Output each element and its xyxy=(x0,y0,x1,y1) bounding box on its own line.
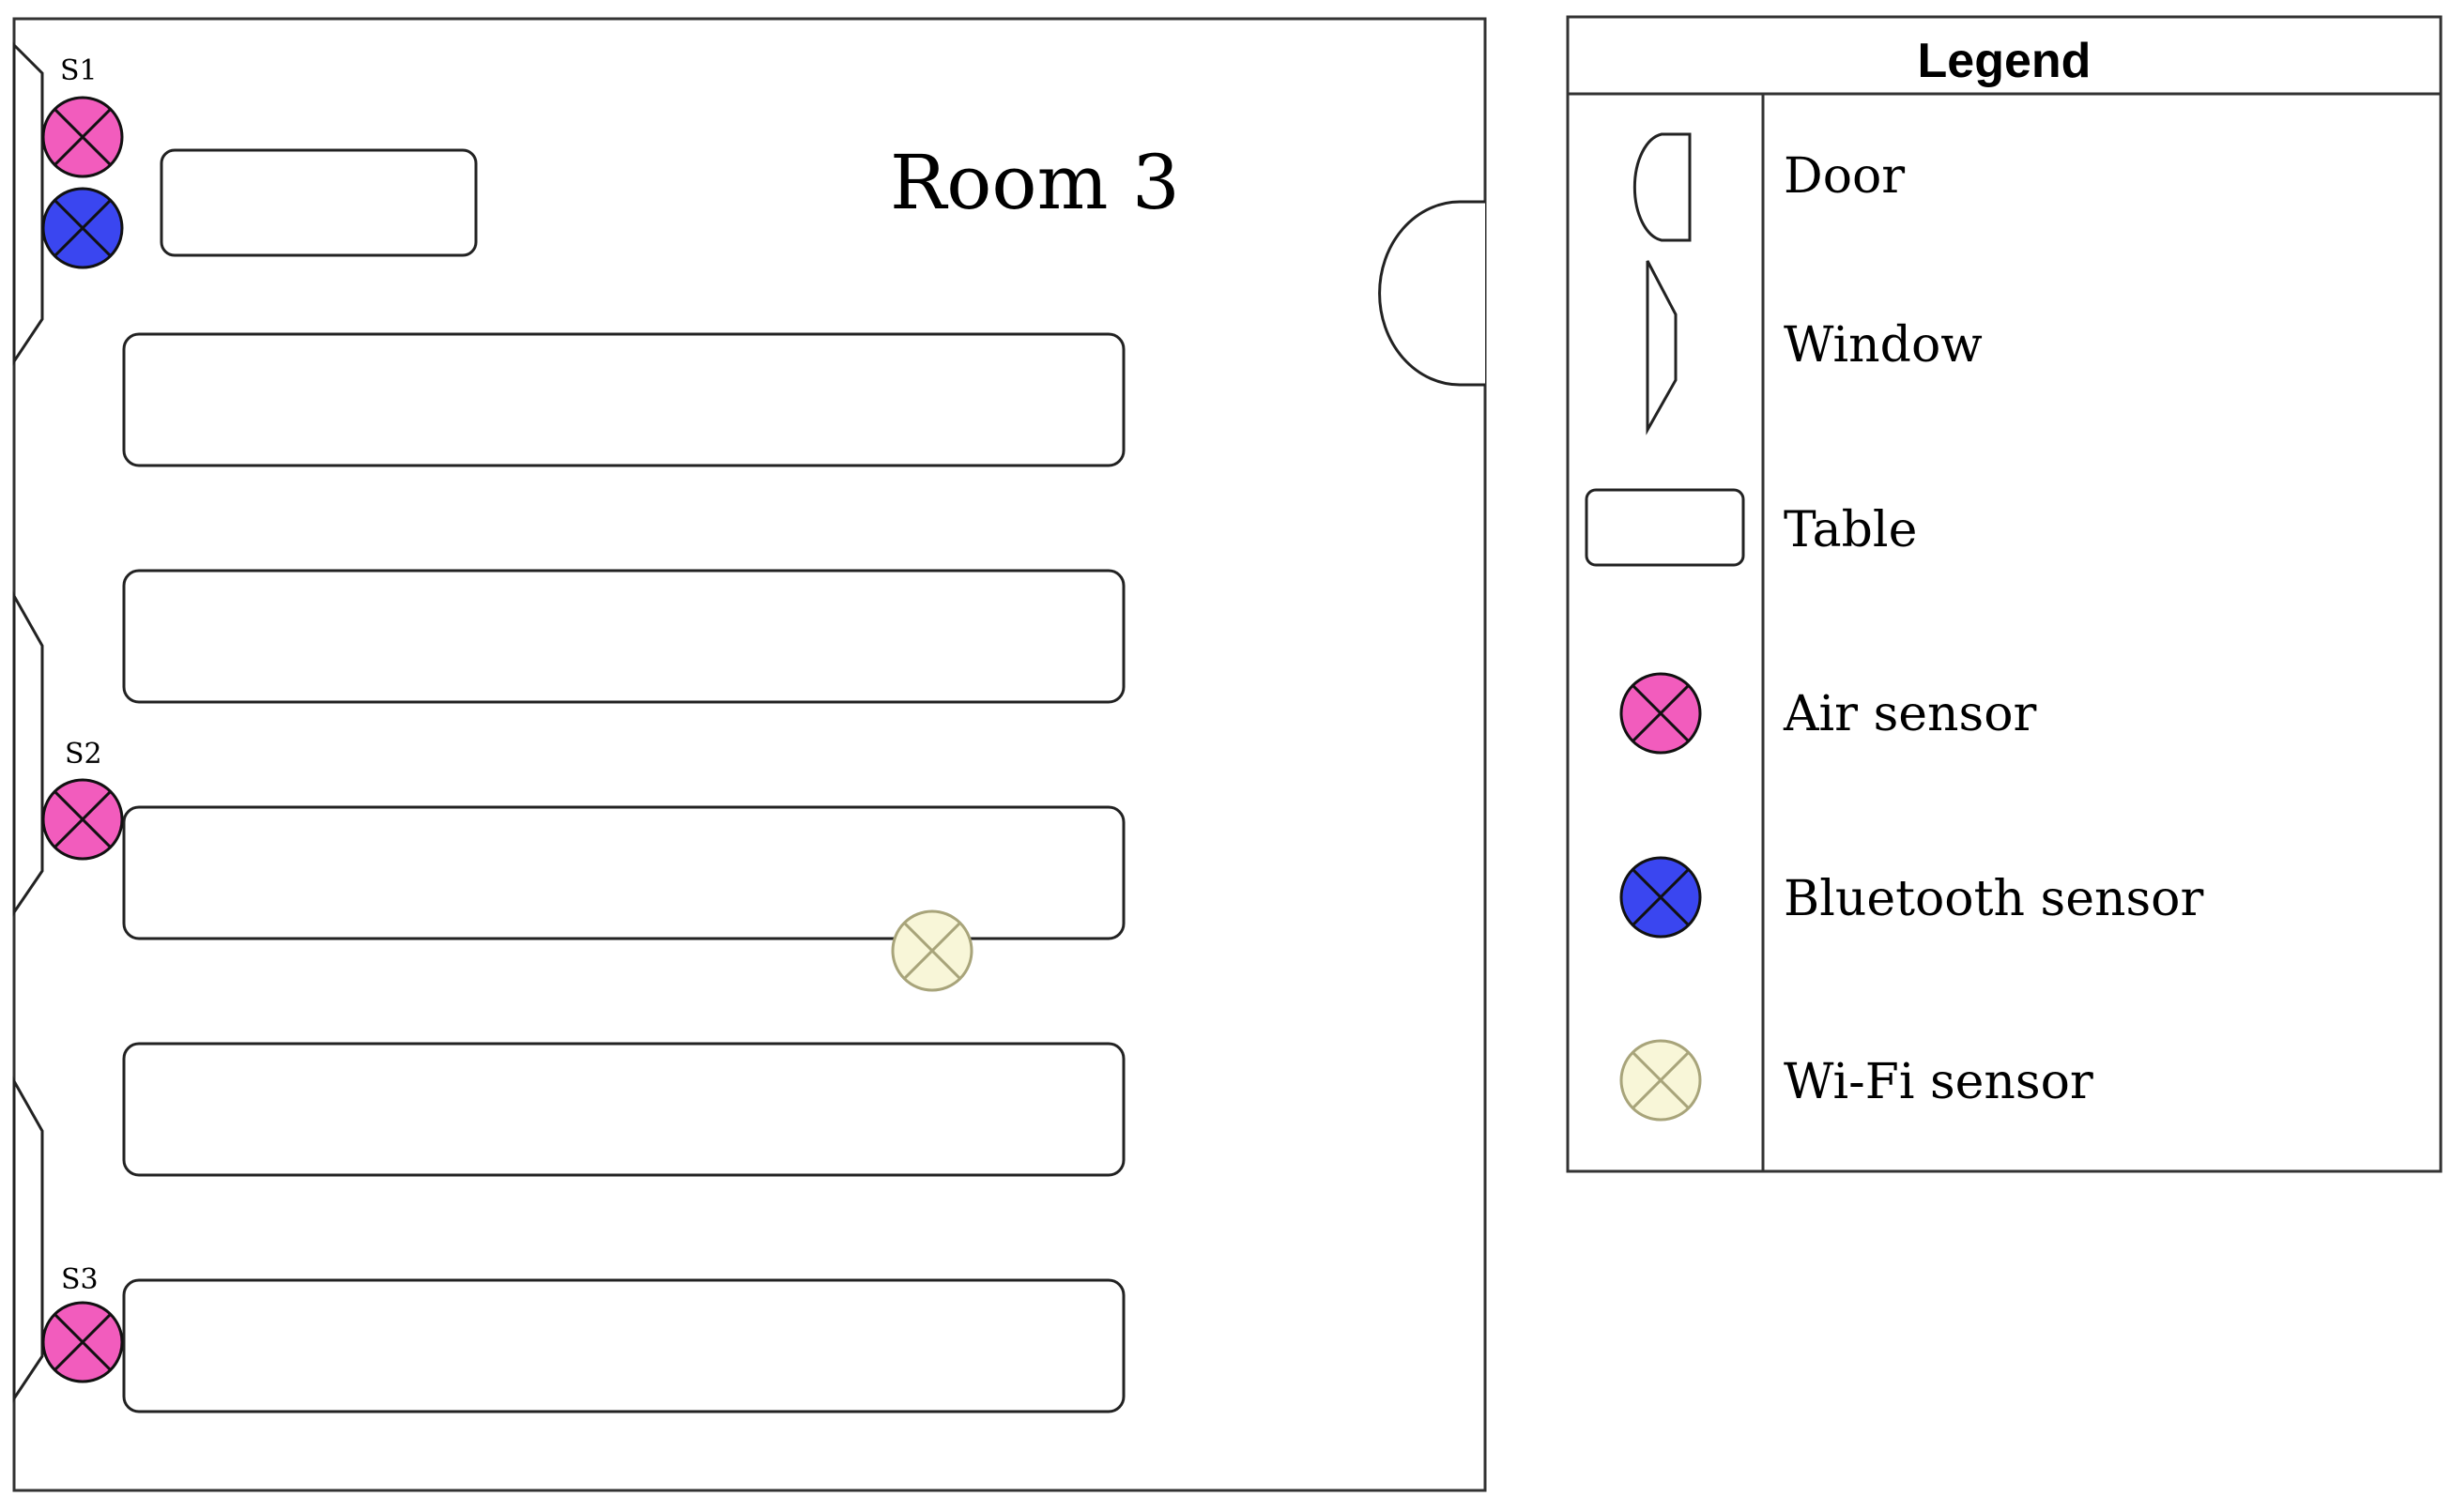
wifi-sensor-icon xyxy=(891,909,973,992)
legend-air-sensor-icon xyxy=(1619,672,1702,755)
legend-table-icon xyxy=(1585,488,1745,567)
table-small xyxy=(160,148,478,257)
sensor-label-s3: S3 xyxy=(61,1263,99,1296)
bluetooth-sensor-s1-icon xyxy=(41,187,124,269)
air-sensor-s1-icon xyxy=(41,96,124,178)
legend-frame xyxy=(1566,15,2443,1173)
window-1-icon xyxy=(12,41,44,366)
legend-label-door: Door xyxy=(1784,148,1905,205)
air-sensor-s3-icon xyxy=(41,1301,124,1383)
legend-label-table: Table xyxy=(1784,502,1917,558)
legend-title: Legend xyxy=(1918,34,2092,88)
legend-door-icon xyxy=(1632,132,1692,242)
table-4 xyxy=(122,1042,1126,1177)
window-2-icon xyxy=(12,590,44,917)
air-sensor-s2-icon xyxy=(41,778,124,861)
door-icon xyxy=(1378,200,1485,387)
legend: Legend Door Window Table Air sensor Blue… xyxy=(1566,15,2443,1173)
legend-label-air-sensor: Air sensor xyxy=(1783,686,2037,742)
legend-label-window: Window xyxy=(1784,317,1983,374)
table-1 xyxy=(122,332,1126,467)
room-title: Room 3 xyxy=(890,139,1180,226)
window-3-icon xyxy=(12,1076,44,1403)
table-2 xyxy=(122,569,1126,704)
sensor-label-s1: S1 xyxy=(60,54,98,87)
legend-bluetooth-sensor-icon xyxy=(1619,856,1702,939)
legend-window-icon xyxy=(1646,260,1678,435)
legend-label-bluetooth-sensor: Bluetooth sensor xyxy=(1784,871,2203,927)
table-3 xyxy=(122,805,1126,940)
table-5 xyxy=(122,1278,1126,1413)
sensor-label-s2: S2 xyxy=(65,738,102,771)
legend-label-wifi-sensor: Wi-Fi sensor xyxy=(1784,1054,2093,1110)
legend-wifi-sensor-icon xyxy=(1619,1039,1702,1122)
